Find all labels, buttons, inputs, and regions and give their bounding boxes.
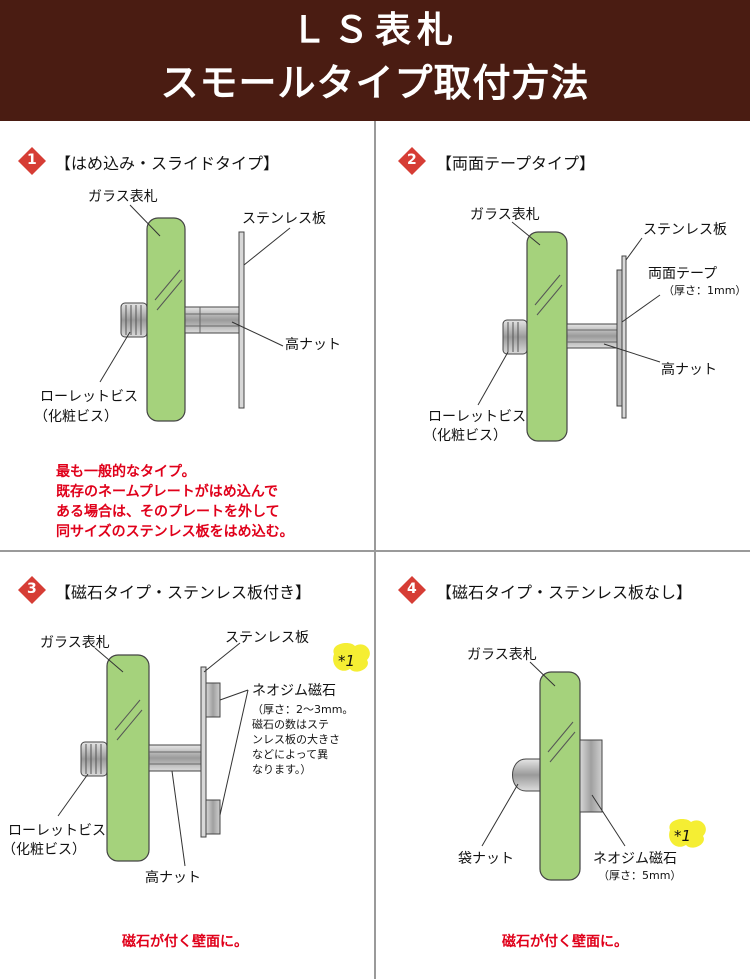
panel1-glass-plate (146, 217, 186, 422)
panel3-tall-nut (148, 744, 202, 772)
panel1-note: 最も一般的なタイプ。 既存のネームプレートがはめ込んで ある場合は、そのプレート… (56, 462, 294, 542)
horizontal-divider (0, 550, 750, 552)
panel3-stainless-plate (200, 666, 207, 838)
page-title-line2: スモールタイプ取付方法 (160, 61, 590, 105)
panel3-title: 【磁石タイプ・ステンレス板付き】 (55, 583, 312, 602)
panel1-knurled-screw (120, 302, 148, 338)
panel2-drawing (398, 147, 661, 442)
panel4-drawing (398, 576, 706, 881)
panel1-number: 1 (27, 152, 37, 168)
panel1-label-tall-nut: 高ナット (285, 337, 341, 353)
panel2-stainless-plate (621, 255, 627, 419)
panel2-number: 2 (407, 152, 417, 168)
panel3-magnet-bottom (205, 799, 221, 835)
panel4-number-badge-icon (398, 576, 426, 604)
panel3-magnet-note-line3: ンレス板の大きさ (252, 733, 340, 746)
panel1-note-line2: 既存のネームプレートがはめ込んで (56, 484, 279, 500)
panel4-cap-nut (512, 758, 541, 792)
panel1-tall-nut (184, 306, 240, 334)
panel3-label-stainless: ステンレス板 (225, 630, 309, 646)
panel2-tall-nut (566, 323, 618, 349)
panel3-magnet-note-line4: などによって異 (252, 748, 329, 761)
panel1-stainless-plate (238, 231, 245, 409)
panel3-number: 3 (27, 581, 37, 597)
panel2-double-tape (616, 269, 623, 407)
panel3-label-magnet: ネオジム磁石 (252, 683, 336, 699)
panel4-label-cap-nut: 袋ナット (458, 851, 514, 867)
panel1-label-knurled-screw: ローレットビス (40, 389, 138, 405)
panel4-note: 磁石が付く壁面に。 (502, 934, 628, 950)
panel3-glass-plate (106, 654, 150, 862)
panel1-drawing (18, 147, 291, 422)
panel2-label-tall-nut: 高ナット (661, 362, 717, 378)
panel2-glass-plate (526, 231, 568, 442)
panel3-footnote-badge-icon (333, 642, 370, 672)
panel1-label-cosmetic-screw: （化粧ビス） (34, 409, 118, 425)
panel3-magnet-note: （厚さ：2～3mm。 磁石の数はステ ンレス板の大きさ などによって異 なります… (252, 702, 353, 777)
header-banner: ＬＳ表札 スモールタイプ取付方法 (0, 0, 750, 121)
panel4-magnet (579, 739, 603, 813)
panel2-label-cosmetic-screw: （化粧ビス） (423, 428, 507, 444)
panel4-footnote-badge-icon (669, 818, 706, 848)
panel3-number-badge-icon (18, 576, 46, 604)
panel3-label-knurled-screw: ローレットビス (8, 823, 106, 839)
panel1-number-badge-icon (18, 147, 46, 175)
panel1-label-stainless: ステンレス板 (242, 211, 326, 227)
panel3-knurled-screw (80, 741, 108, 777)
panel4-title: 【磁石タイプ・ステンレス板なし】 (436, 583, 693, 602)
panel2-label-glass: ガラス表札 (470, 207, 540, 223)
panel3-magnet-note-line1: （厚さ：2～3mm。 (252, 703, 354, 716)
panel4-label-magnet-thickness: （厚さ：5mm） (598, 869, 682, 882)
panel3-magnet-note-line5: なります。） (252, 763, 312, 776)
panel2-label-tape-thickness: （厚さ：1mm） (663, 284, 747, 297)
panel3-label-glass: ガラス表札 (40, 635, 110, 651)
panel1-title: 【はめ込み・スライドタイプ】 (55, 154, 280, 173)
panel1-label-glass: ガラス表札 (88, 189, 158, 205)
panel4-label-magnet: ネオジム磁石 (593, 851, 677, 867)
panel1-note-line3: ある場合は、そのプレートを外して (56, 504, 280, 520)
panel4-label-glass: ガラス表札 (467, 647, 537, 663)
panel2-label-stainless: ステンレス板 (643, 222, 727, 238)
panel2-label-knurled-screw: ローレットビス (428, 409, 526, 425)
panel3-badge: *1 (338, 652, 356, 670)
panel2-number-badge-icon (398, 147, 426, 175)
panel2-label-tape: 両面テープ (648, 266, 718, 282)
panel3-label-tall-nut: 高ナット (145, 870, 201, 886)
panel4-badge: *1 (674, 827, 692, 845)
panel3-label-cosmetic-screw: （化粧ビス） (2, 842, 86, 858)
panel3-note: 磁石が付く壁面に。 (122, 934, 248, 950)
panel1-note-line1: 最も一般的なタイプ。 (56, 464, 196, 480)
panel2-title: 【両面テープタイプ】 (436, 154, 596, 173)
page-title-line1: ＬＳ表札 (290, 10, 459, 51)
panel3-drawing (18, 576, 370, 867)
panel4-number: 4 (407, 581, 417, 597)
panel1-note-line4: 同サイズのステンレス板をはめ込む。 (56, 524, 294, 540)
panel3-magnet-note-line2: 磁石の数はステ (252, 718, 329, 731)
panel3-magnet-top (205, 682, 221, 718)
panel2-knurled-screw (502, 319, 528, 355)
panel4-glass-plate (539, 671, 581, 881)
